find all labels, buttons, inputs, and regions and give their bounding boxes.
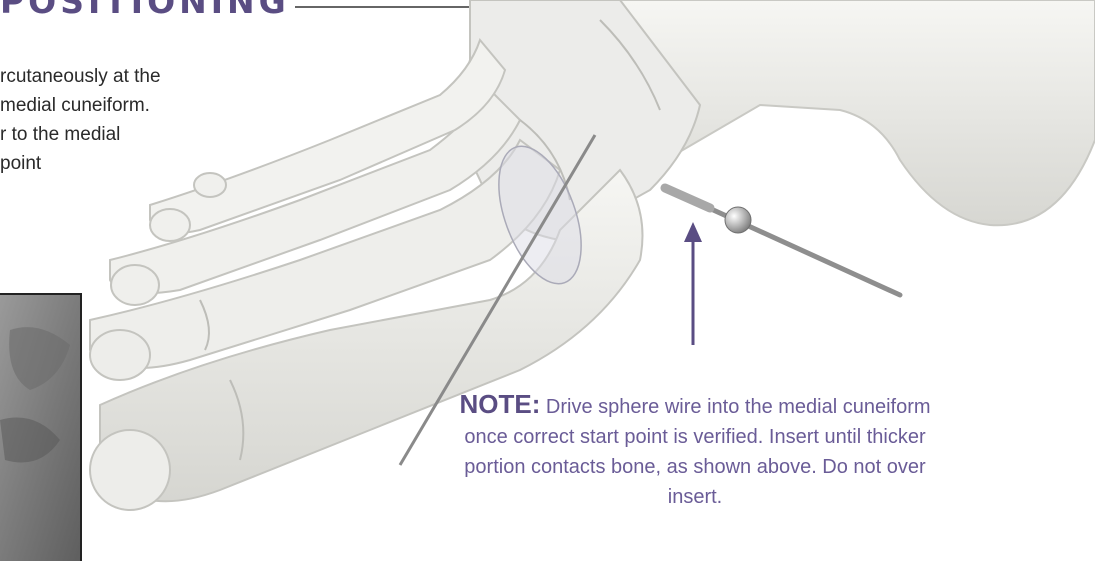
pointer-arrow [684, 222, 702, 345]
note-callout: NOTE: Drive sphere wire into the medial … [450, 389, 940, 512]
note-label: NOTE: [459, 389, 540, 419]
fluoroscopy-image [0, 293, 82, 561]
